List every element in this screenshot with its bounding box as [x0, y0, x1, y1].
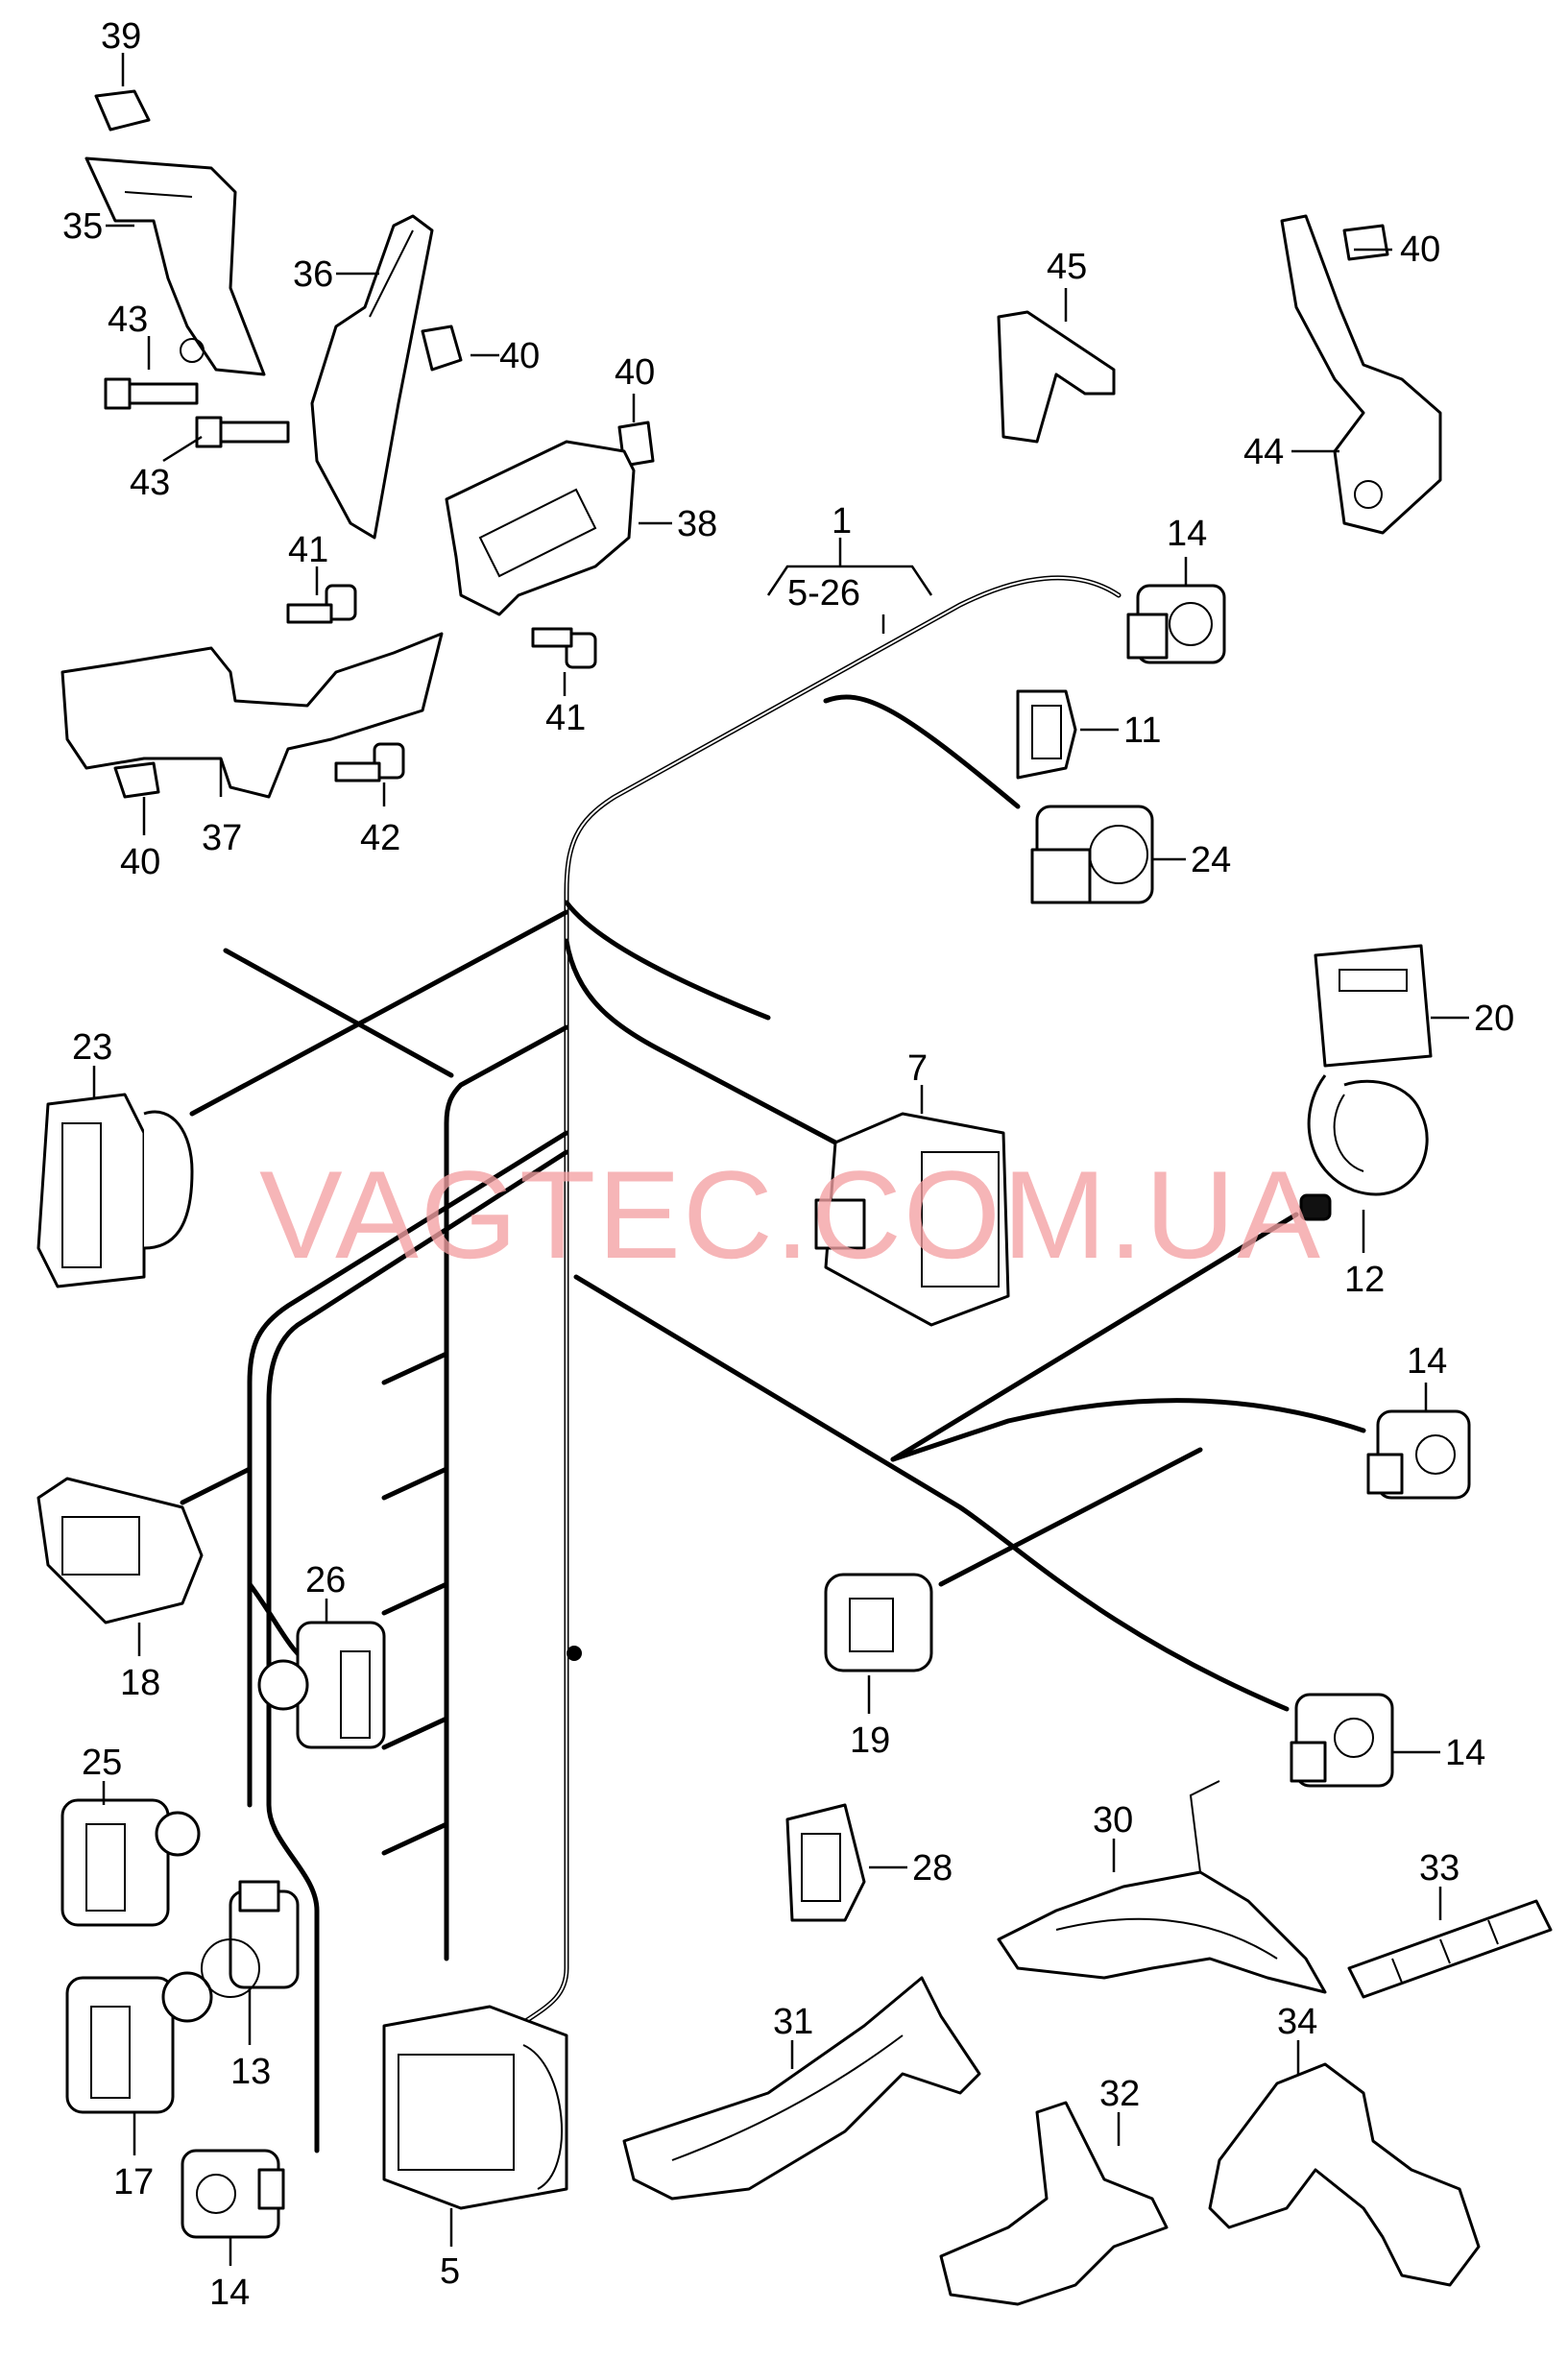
- label-34: 34: [1277, 2002, 1317, 2042]
- connector-14-mid: [1290, 1693, 1394, 1788]
- part-labels: 39 35 36 43 43 40 40 38 41 41 37 42 40 4…: [62, 16, 1514, 2313]
- label-7: 7: [907, 1048, 928, 1089]
- connector-20: [1307, 944, 1433, 1196]
- label-1: 1: [832, 501, 852, 541]
- guide-32: [939, 2101, 1169, 2306]
- bracket-37: [60, 632, 444, 799]
- leader-lines: [92, 53, 1469, 2266]
- bolt-42: [334, 742, 405, 782]
- label-40-b: 40: [615, 352, 655, 393]
- bracket-36: [310, 214, 434, 540]
- watermark: VAGTEC.COM.UA: [259, 1144, 1322, 1285]
- guide-30: [997, 1780, 1327, 1994]
- connector-26: [257, 1621, 386, 1749]
- bracket-45: [997, 310, 1116, 444]
- label-37: 37: [202, 818, 242, 858]
- label-14-top: 14: [1167, 514, 1207, 554]
- connector-25: [60, 1798, 201, 1927]
- connector-7: [814, 1112, 1010, 1327]
- label-43-a: 43: [108, 300, 148, 340]
- strip-33: [1347, 1899, 1553, 1999]
- label-43-b: 43: [130, 463, 170, 503]
- label-44: 44: [1243, 432, 1284, 472]
- guide-31: [622, 1976, 981, 2201]
- bolt-43-a: [104, 377, 199, 410]
- label-18: 18: [120, 1663, 160, 1703]
- label-23: 23: [72, 1027, 112, 1068]
- label-1-range: 5-26: [787, 573, 860, 614]
- label-5: 5: [440, 2251, 460, 2292]
- label-20: 20: [1474, 999, 1514, 1039]
- label-11: 11: [1123, 710, 1161, 751]
- bolt-43-b: [195, 416, 290, 448]
- label-31: 31: [773, 2002, 813, 2042]
- label-40-c: 40: [120, 842, 160, 882]
- label-33: 33: [1419, 1848, 1459, 1889]
- label-42: 42: [360, 818, 400, 858]
- label-24: 24: [1191, 840, 1231, 880]
- label-40-d: 40: [1400, 229, 1440, 270]
- label-28: 28: [912, 1848, 953, 1889]
- connector-23: [36, 1093, 194, 1288]
- label-14-bottom: 14: [209, 2273, 250, 2313]
- clip-40-c: [113, 761, 160, 799]
- label-39: 39: [101, 16, 141, 57]
- label-17: 17: [113, 2162, 154, 2202]
- holder-28: [785, 1803, 866, 1922]
- bracket-44: [1280, 214, 1442, 535]
- label-40-a: 40: [499, 336, 540, 376]
- label-35: 35: [62, 206, 103, 247]
- clip-40-d: [1342, 224, 1389, 261]
- label-19: 19: [850, 1720, 890, 1761]
- label-38: 38: [677, 504, 717, 544]
- label-14-mid: 14: [1445, 1733, 1485, 1773]
- connector-18: [36, 1477, 204, 1624]
- clip-40-a: [421, 325, 463, 372]
- label-45: 45: [1047, 247, 1087, 287]
- bracket-38: [445, 440, 636, 616]
- wiring-harness-1: [180, 575, 1366, 2153]
- label-36: 36: [293, 254, 333, 295]
- label-12: 12: [1344, 1260, 1385, 1300]
- label-26: 26: [305, 1560, 346, 1600]
- control-module-5: [382, 2005, 568, 2210]
- bracket-34: [1208, 2062, 1481, 2287]
- bolt-41-b: [531, 627, 597, 669]
- label-14-right: 14: [1407, 1341, 1447, 1382]
- label-30: 30: [1093, 1800, 1133, 1841]
- label-41-b: 41: [545, 698, 586, 738]
- clip-11: [1016, 689, 1077, 780]
- bracket-35: [84, 156, 266, 376]
- label-32: 32: [1099, 2074, 1140, 2114]
- connector-19: [824, 1573, 933, 1672]
- connector-14-top: [1126, 584, 1226, 664]
- connector-24: [1030, 805, 1154, 904]
- clip-39: [94, 89, 151, 132]
- bolt-41-a: [286, 584, 357, 624]
- label-41-a: 41: [288, 530, 328, 570]
- connector-14-bottom: [181, 2149, 285, 2239]
- connector-17: [65, 1971, 213, 2114]
- connector-12: [1299, 1193, 1332, 1221]
- connector-14-right: [1366, 1409, 1471, 1500]
- label-13: 13: [230, 2052, 271, 2092]
- label-25: 25: [82, 1743, 122, 1783]
- connector-13: [201, 1880, 300, 1998]
